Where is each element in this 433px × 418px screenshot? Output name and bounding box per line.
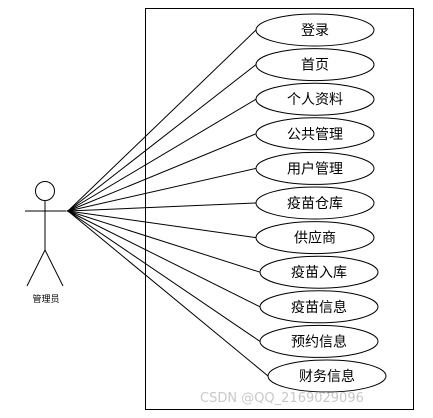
use-case-label: 预约信息 [291, 333, 347, 350]
association-line [67, 98, 257, 212]
association-line [67, 210, 269, 377]
actor-label: 管理员 [32, 293, 59, 305]
association-line [67, 210, 261, 308]
actor-right-leg [44, 249, 64, 287]
actor-figure: 管理员 [25, 181, 71, 305]
association-lines [67, 29, 269, 377]
system-boundary [145, 8, 414, 410]
actor-head [35, 181, 55, 201]
use-case-ellipse [255, 186, 375, 220]
use-case-ellipse [255, 117, 375, 151]
use-case-label: 供应商 [294, 230, 336, 247]
use-case-label: 财务信息 [299, 368, 355, 385]
use-case-ellipse [255, 221, 375, 255]
use-case-label: 登录 [301, 23, 329, 39]
use-case-label: 个人资料 [287, 92, 343, 108]
use-case-ellipse [255, 48, 375, 82]
association-line [67, 64, 257, 212]
watermark: CSDN @QQ_2169029096 [200, 391, 364, 406]
use-case-ellipse [267, 359, 387, 393]
use-case-label: 疫苗仓库 [287, 196, 343, 212]
use-case-label: 首页 [301, 58, 329, 74]
association-line [67, 210, 257, 239]
use-case-label: 疫苗信息 [291, 299, 347, 316]
association-origin-marker [66, 208, 71, 214]
use-case-ellipse [255, 13, 375, 47]
association-line [67, 210, 261, 342]
association-line [67, 29, 257, 212]
association-line [67, 167, 257, 212]
association-line [67, 133, 257, 212]
use-case-label: 用户管理 [287, 160, 343, 177]
actor-left-leg [26, 249, 46, 287]
association-line [67, 210, 261, 273]
use-case-label: 公共管理 [287, 127, 343, 143]
association-line [67, 202, 257, 212]
use-case-ellipse [259, 324, 379, 358]
use-case-label: 疫苗入库 [291, 265, 347, 281]
use-case-ellipse [255, 82, 375, 116]
use-case-ellipse [259, 255, 379, 289]
use-case-ellipse [259, 290, 379, 324]
use-case-ellipse [255, 151, 375, 185]
